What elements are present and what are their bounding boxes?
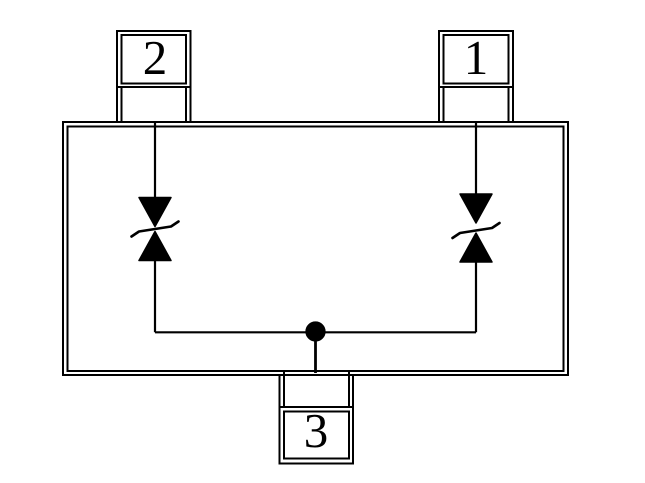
right-diode-zener-bar	[451, 221, 501, 240]
pin-3-label: 3	[304, 403, 329, 458]
left-diode-top-triangle	[138, 196, 172, 228]
bidirectional-tvs-diode-symbol-left	[130, 196, 180, 262]
pin-2-label: 2	[143, 30, 168, 85]
pin-3-label-box	[283, 410, 350, 460]
pin-1-terminal: 1	[438, 30, 514, 123]
pin-3-outer-box	[278, 374, 354, 465]
right-diode-top-triangle	[459, 193, 493, 224]
pin-1-label-box	[442, 34, 510, 85]
pin-1-label: 1	[464, 30, 489, 85]
pin-2-label-box	[120, 34, 187, 85]
right-diode-bottom-triangle	[459, 232, 493, 263]
left-diode-bottom-triangle	[138, 230, 172, 262]
pin-2-terminal: 2	[116, 30, 192, 123]
bidirectional-tvs-diode-symbol-right	[451, 193, 501, 263]
pin-2-outer-box	[116, 30, 192, 123]
pin-3-terminal: 3	[278, 371, 354, 465]
left-diode-zener-bar	[130, 220, 180, 238]
common-junction-node-dot	[305, 321, 326, 342]
